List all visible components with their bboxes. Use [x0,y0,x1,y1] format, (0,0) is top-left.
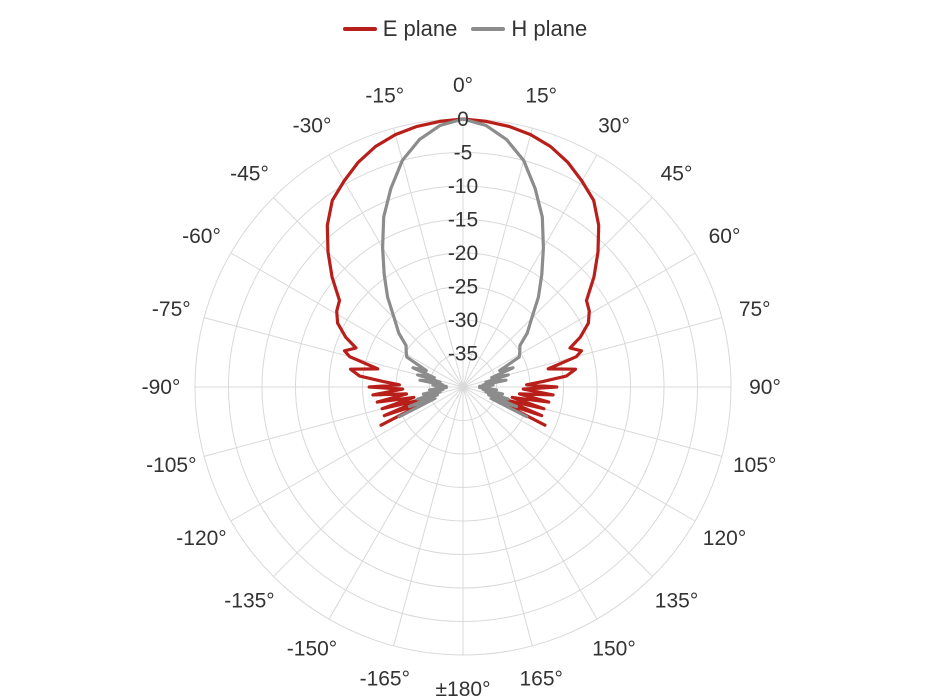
grid-spoke [462,252,696,388]
angular-tick-label: 60° [709,225,741,248]
angular-tick-label: 105° [733,454,776,477]
radial-tick-label: -10 [448,175,478,198]
angular-tick-label: -135° [224,590,274,613]
grid-spoke [273,197,464,388]
angular-tick-labels: 0° 15° 30° 45° 60° 75° 90° 105° 120° 135° 150° 165°… [142,74,781,696]
angular-tick-label: 135° [655,590,698,613]
angular-tick-label: -105° [146,454,196,477]
angular-tick-label: 75° [739,298,771,321]
radial-tick-label: -35 [448,343,478,366]
angular-tick-label: 165° [519,668,562,691]
angular-tick-label: -165° [360,668,410,691]
grid-spoke [462,386,598,620]
series-layer [325,117,601,427]
polar-grid [194,118,732,656]
angular-tick-label: 30° [598,115,630,138]
legend-item-h-plane[interactable]: H plane [471,16,587,42]
grid-spoke [462,197,653,388]
legend-label-h-plane: H plane [511,16,588,41]
angular-tick-label: -15° [365,84,404,107]
angular-tick-label: -120° [176,527,226,550]
radial-tick-label: -30 [448,309,478,332]
grid-spoke [462,386,533,646]
legend-swatch-e-plane [342,27,377,31]
grid-spoke [273,386,464,577]
radial-tick-label: -15 [448,209,478,232]
grid-spoke [230,252,464,388]
radial-tick-label: -5 [454,142,473,165]
angular-tick-label: 90° [749,376,781,399]
angular-tick-label: -90° [142,376,181,399]
legend: E plane H plane [0,16,930,42]
legend-label-e-plane: E plane [382,16,458,41]
angular-tick-label: ±180° [436,678,491,696]
radial-tick-label: -25 [448,276,478,299]
angular-tick-label: 15° [525,84,557,107]
grid-spoke [328,154,464,388]
radial-tick-labels: 0 -5 -10 -15 -20 -25 -30 -35 [448,108,478,366]
angular-tick-label: 45° [661,163,693,186]
angular-tick-label: -30° [293,115,332,138]
legend-item-e-plane[interactable]: E plane [342,16,458,42]
grid-spoke [462,154,598,388]
angular-tick-label: -45° [230,163,269,186]
grid-spoke [328,386,464,620]
grid-spoke [462,128,533,388]
series-line-h-plane [381,117,545,419]
grid-spoke [230,386,464,522]
legend-swatch-h-plane [471,27,506,31]
angular-tick-label: -150° [287,638,337,661]
grid-spoke [393,386,464,646]
angular-tick-label: 0° [453,74,473,97]
angular-tick-label: 150° [592,638,635,661]
grid-spoke [462,386,696,522]
angular-tick-label: -75° [152,298,191,321]
angular-tick-label: -60° [182,225,221,248]
radial-tick-label: 0 [457,108,469,131]
grid-spoke [393,128,464,388]
grid-spoke [462,386,653,577]
radial-tick-label: -20 [448,242,478,265]
angular-tick-label: 120° [703,527,746,550]
